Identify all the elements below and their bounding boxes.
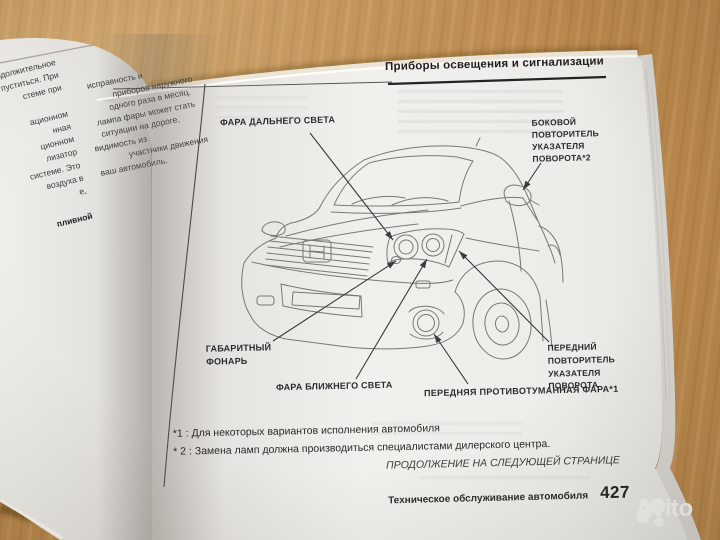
- car-body-outline: [241, 137, 556, 350]
- label-line: ПОВТОРИТЕЛЬ: [547, 354, 615, 366]
- bleedthrough-text-block: [372, 422, 522, 436]
- label-side-turn-repeater: БОКОВОЙ ПОВТОРИТЕЛЬ УКАЗАТЕЛЯ ПОВОРОТА*2: [531, 115, 599, 165]
- car-grille: [264, 235, 374, 277]
- bleedthrough-text-block: [216, 96, 308, 126]
- page-stack-edges: [92, 50, 701, 540]
- car-line-drawing: [241, 137, 564, 360]
- car-windshield: [330, 155, 474, 214]
- printed-rules: [112, 75, 607, 488]
- label-line: ПОВТОРИТЕЛЬ: [531, 128, 600, 140]
- car-headlight-cluster: [261, 221, 465, 268]
- page-number: 427: [599, 482, 631, 503]
- label-line: ПОВОРОТА*2: [532, 152, 591, 164]
- bleedthrough-text-block: [398, 90, 563, 136]
- car-side-and-mirror: [460, 184, 540, 272]
- car-bumper: [251, 261, 454, 340]
- callout-lines: [272, 132, 550, 385]
- avito-dots-icon: [636, 498, 665, 527]
- label-line: ФОНАРЬ: [206, 355, 248, 367]
- car-wheels: [427, 225, 564, 360]
- bleedthrough-text-block: [420, 476, 590, 484]
- left-page: [0, 37, 153, 540]
- label-parking-light: ГАБАРИТНЫЙ ФОНАРЬ: [206, 341, 272, 367]
- label-line: ГАБАРИТНЫЙ: [205, 342, 272, 354]
- footer-section-title: Техническое обслуживание автомобиля: [388, 490, 589, 507]
- avito-watermark: Avito: [636, 495, 693, 527]
- right-page: [96, 54, 688, 540]
- callout-arrowheads: [385, 180, 531, 344]
